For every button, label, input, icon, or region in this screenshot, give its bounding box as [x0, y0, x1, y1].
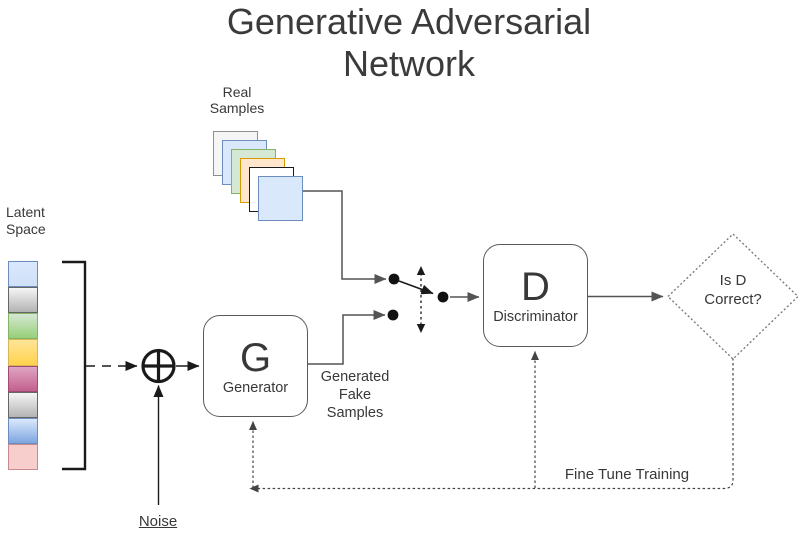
- diagram-title-line2: Network: [342, 43, 476, 84]
- real-sample-square: [258, 176, 303, 221]
- latent-cell: [8, 287, 38, 314]
- latent-space-bracket: [62, 260, 87, 471]
- latent-cell: [8, 365, 38, 392]
- noise-label: Noise: [138, 513, 178, 530]
- diagram-title: Generative Adversarial Network: [9, 1, 800, 85]
- generator-box: G Generator: [203, 315, 308, 417]
- switch-toggle-down-arrowhead: [416, 324, 426, 333]
- latent-cell: [8, 443, 38, 470]
- discriminator-letter: D: [521, 265, 550, 309]
- latent-cell: [8, 313, 38, 340]
- latent-cell: [8, 339, 38, 366]
- latent-cell: [8, 391, 38, 418]
- switch-toggle-up-arrowhead: [416, 266, 426, 275]
- real-samples-connector: [303, 190, 387, 284]
- discriminator-box: D Discriminator: [483, 244, 588, 347]
- decision-diamond: [667, 233, 799, 360]
- decision-label: Is D Correct?: [704, 272, 762, 308]
- sum-node-icon: [141, 348, 176, 384]
- discriminator-label: Discriminator: [493, 309, 578, 325]
- generator-label: Generator: [222, 379, 289, 396]
- generator-letter: G: [239, 335, 272, 380]
- fine-tune-training-label: Fine Tune Training: [564, 466, 690, 483]
- latent-cell: [8, 261, 38, 288]
- latent-space-vector: [8, 261, 38, 470]
- latent-space-label: Latent Space: [6, 204, 46, 237]
- switch-real-dot: [388, 273, 400, 285]
- real-samples-stack: [213, 131, 348, 266]
- real-samples-label: Real Samples: [209, 84, 265, 116]
- fake-samples-connector: [308, 310, 386, 365]
- selector-switch-icon: [387, 266, 449, 333]
- diagram-title-line1: Generative Adversarial: [226, 1, 592, 42]
- switch-output-dot: [437, 291, 449, 303]
- generated-fake-samples-label: Generated Fake Samples: [320, 369, 390, 421]
- switch-arm-arrow: [398, 280, 434, 295]
- latent-cell: [8, 417, 38, 444]
- switch-fake-dot: [387, 309, 399, 321]
- fine-tune-feedback-line: [249, 358, 734, 493]
